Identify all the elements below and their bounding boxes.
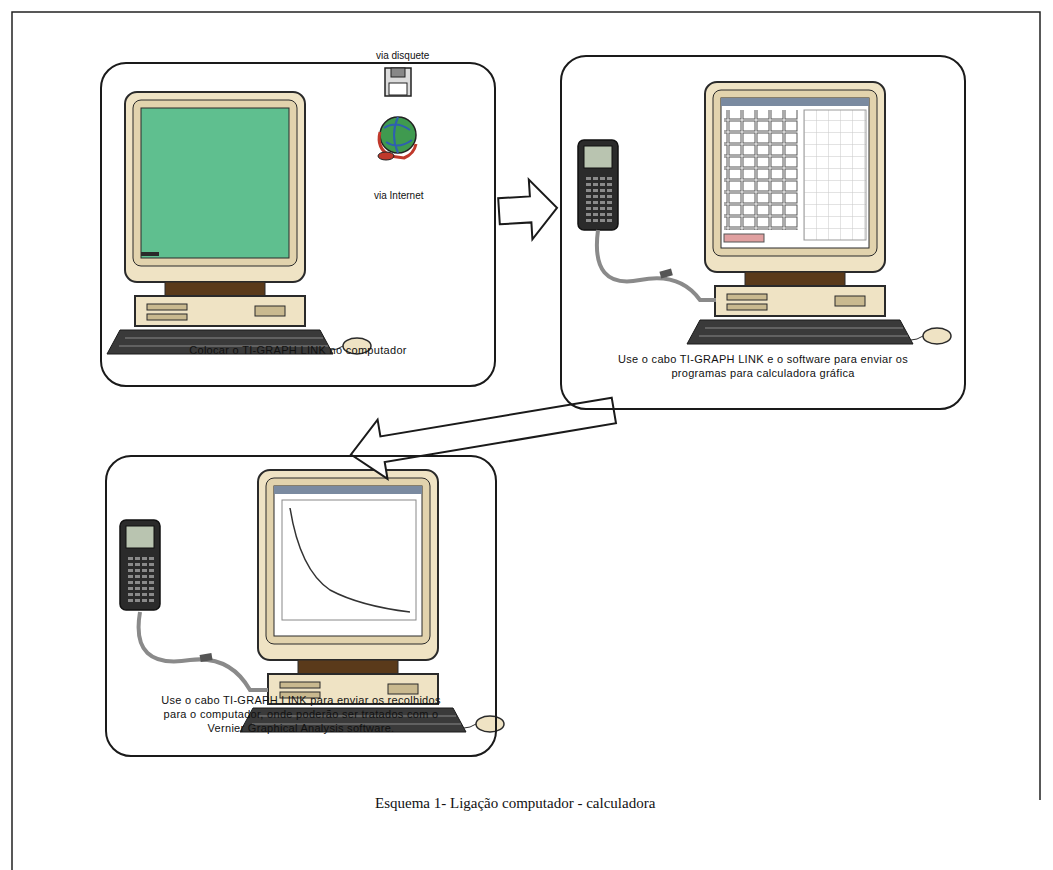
hollow-arrow xyxy=(498,180,557,240)
illustrated-step-box: Use o cabo TI-GRAPH LINK para enviar os … xyxy=(105,455,497,757)
step-text: Use o cabo TI-GRAPH LINK para enviar os … xyxy=(151,693,451,735)
icon-label: via Internet xyxy=(374,190,423,201)
step-text: Colocar o TI-GRAPH LINK no computador xyxy=(113,343,483,357)
illustrated-step-box: Use o cabo TI-GRAPH LINK e o software pa… xyxy=(560,55,966,410)
illustrated-step-box: Colocar o TI-GRAPH LINK no computador xyxy=(100,62,496,387)
caption: Esquema 1- Ligação computador - calculad… xyxy=(375,795,655,812)
step-text: Use o cabo TI-GRAPH LINK e o software pa… xyxy=(603,352,923,380)
hollow-arrow xyxy=(351,398,616,479)
icon-label: via disquete xyxy=(376,50,429,61)
